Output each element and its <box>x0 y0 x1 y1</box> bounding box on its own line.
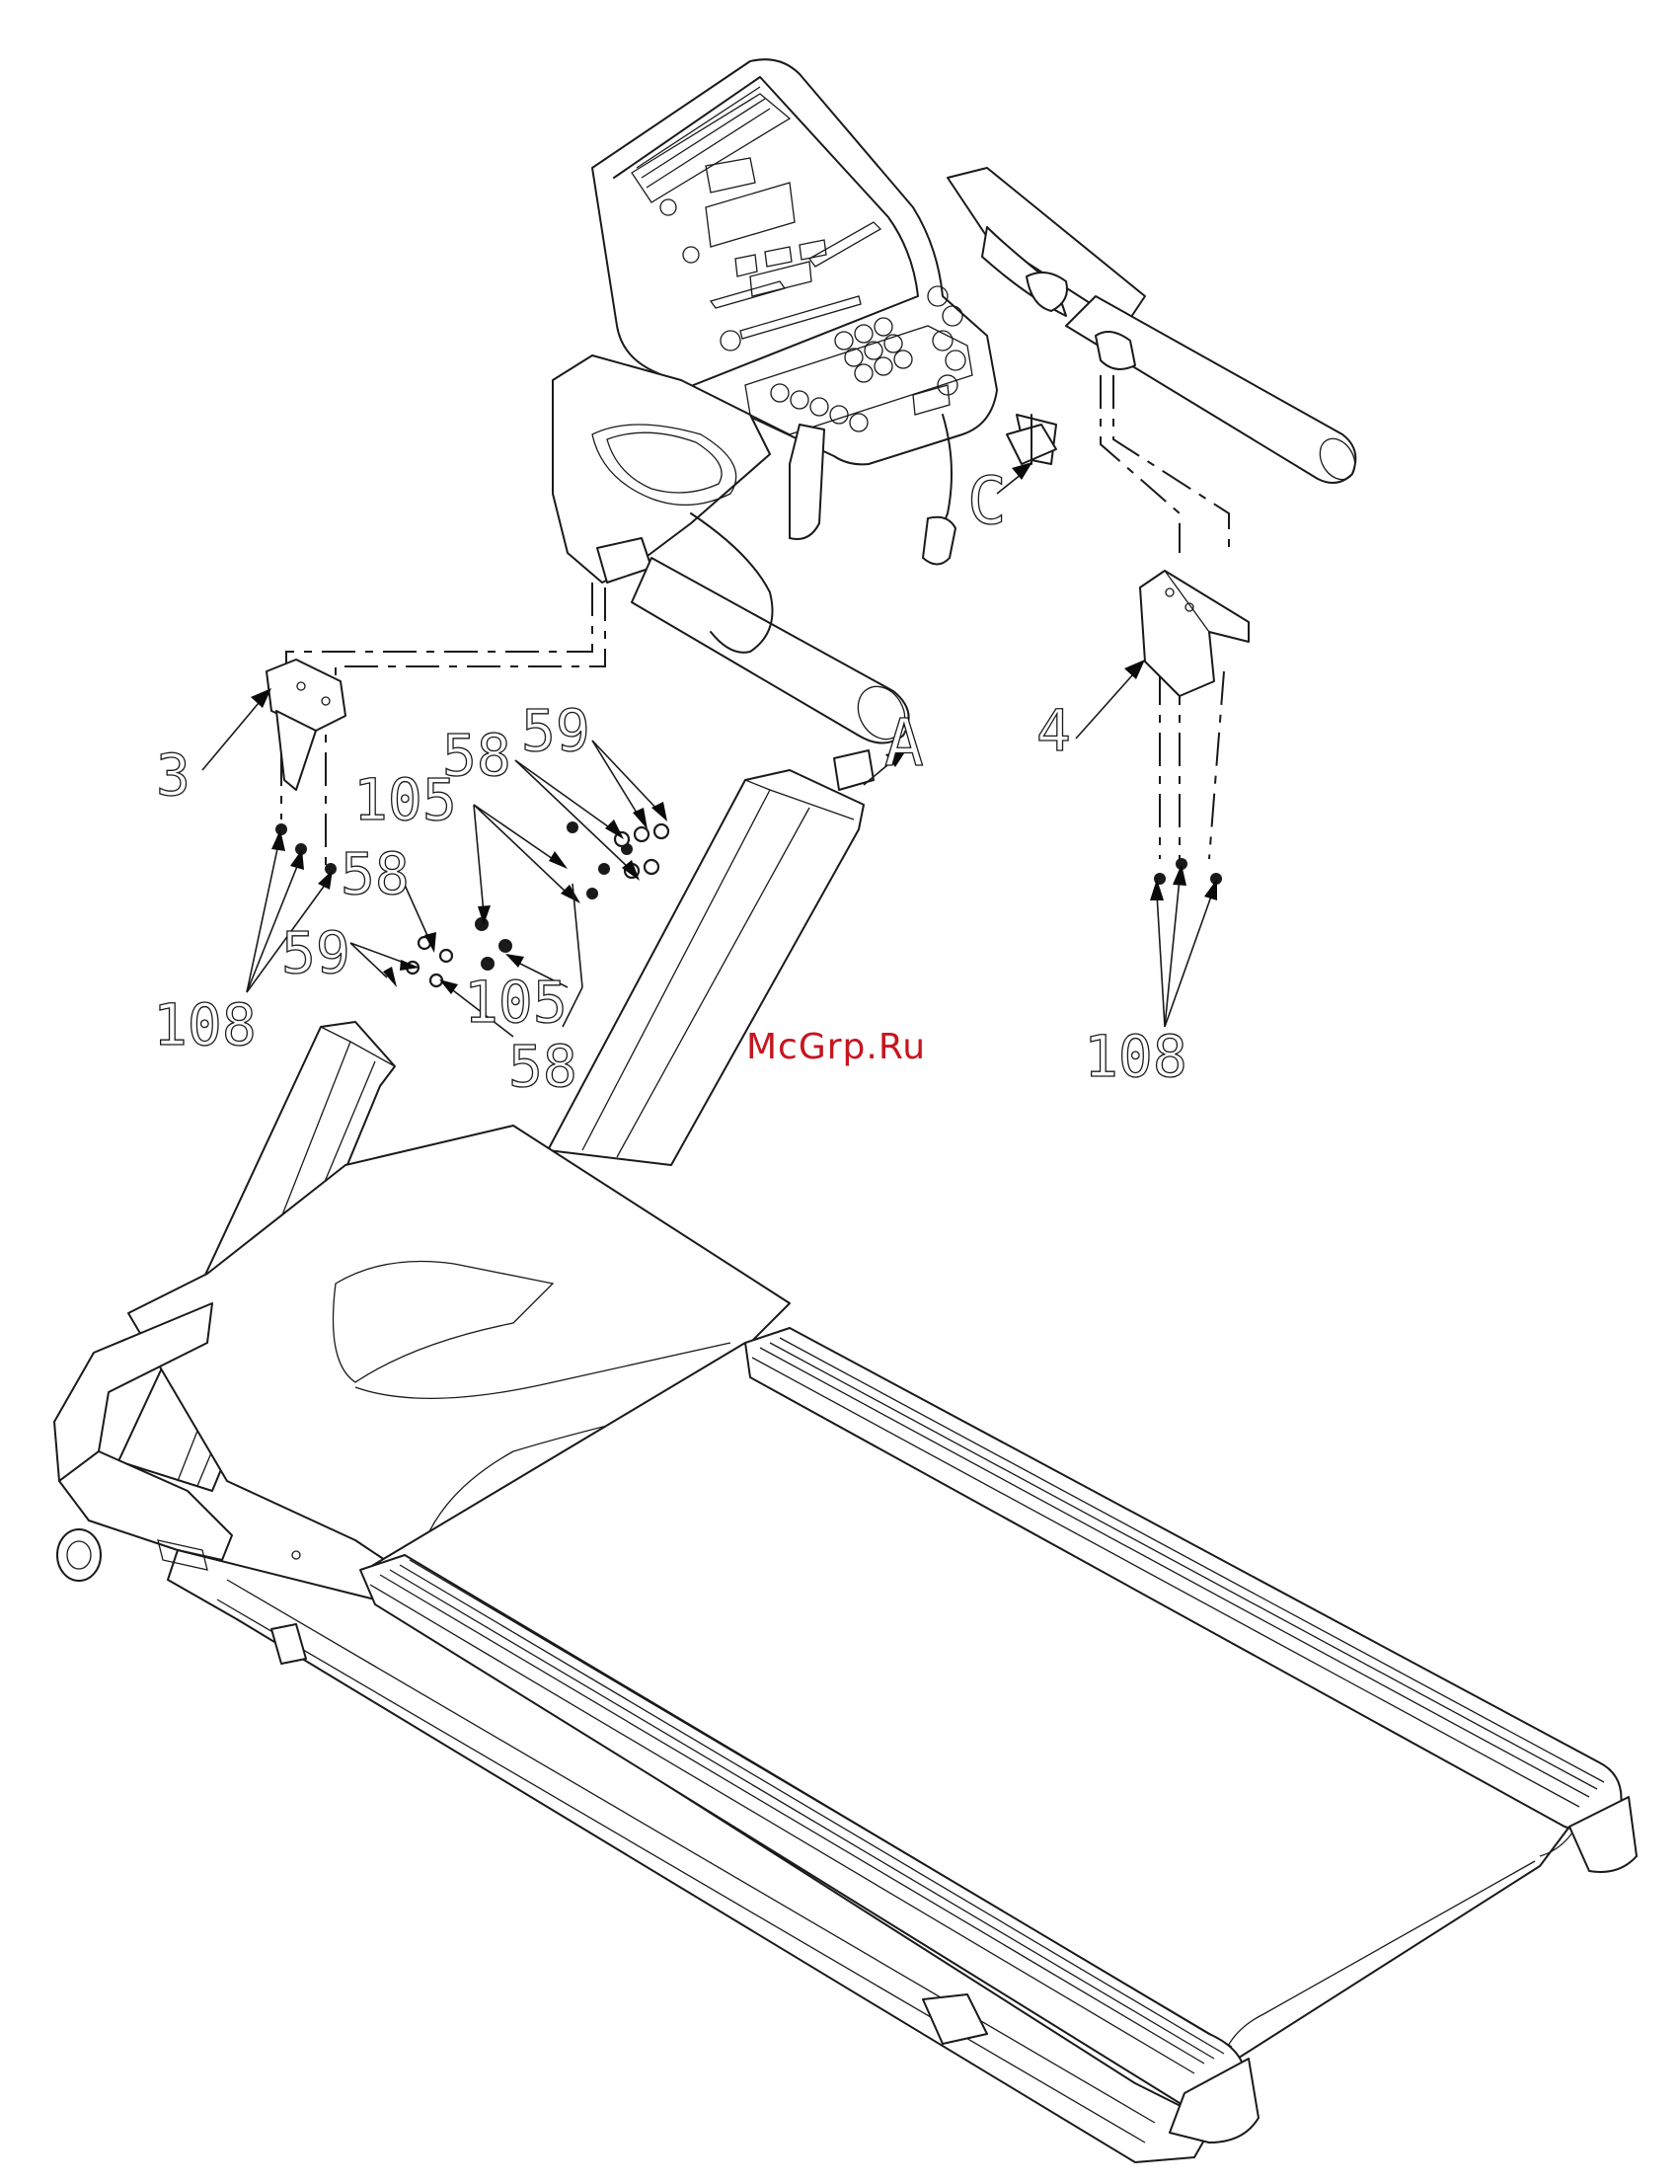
label-part-3: 3 <box>156 741 191 809</box>
label-part-59-lower: 59 <box>281 919 350 986</box>
right-upright-post <box>548 770 864 1165</box>
label-part-108-left: 108 <box>153 991 257 1058</box>
connector-a <box>834 750 874 790</box>
bracket-part-3 <box>267 660 345 790</box>
bracket-part-4 <box>1140 571 1249 696</box>
label-part-4: 4 <box>1036 697 1071 764</box>
label-part-108-right: 108 <box>1084 1023 1187 1090</box>
label-part-58-mid: 58 <box>341 840 410 907</box>
watermark: McGrp.Ru <box>746 1027 926 1067</box>
label-part-58-lower: 58 <box>508 1033 577 1100</box>
label-part-105-lower: 105 <box>464 969 568 1036</box>
label-view-a: A <box>884 705 924 781</box>
label-view-c: C <box>967 463 1007 539</box>
label-part-105-upper: 105 <box>353 766 457 833</box>
label-part-59-upper: 59 <box>521 697 590 764</box>
